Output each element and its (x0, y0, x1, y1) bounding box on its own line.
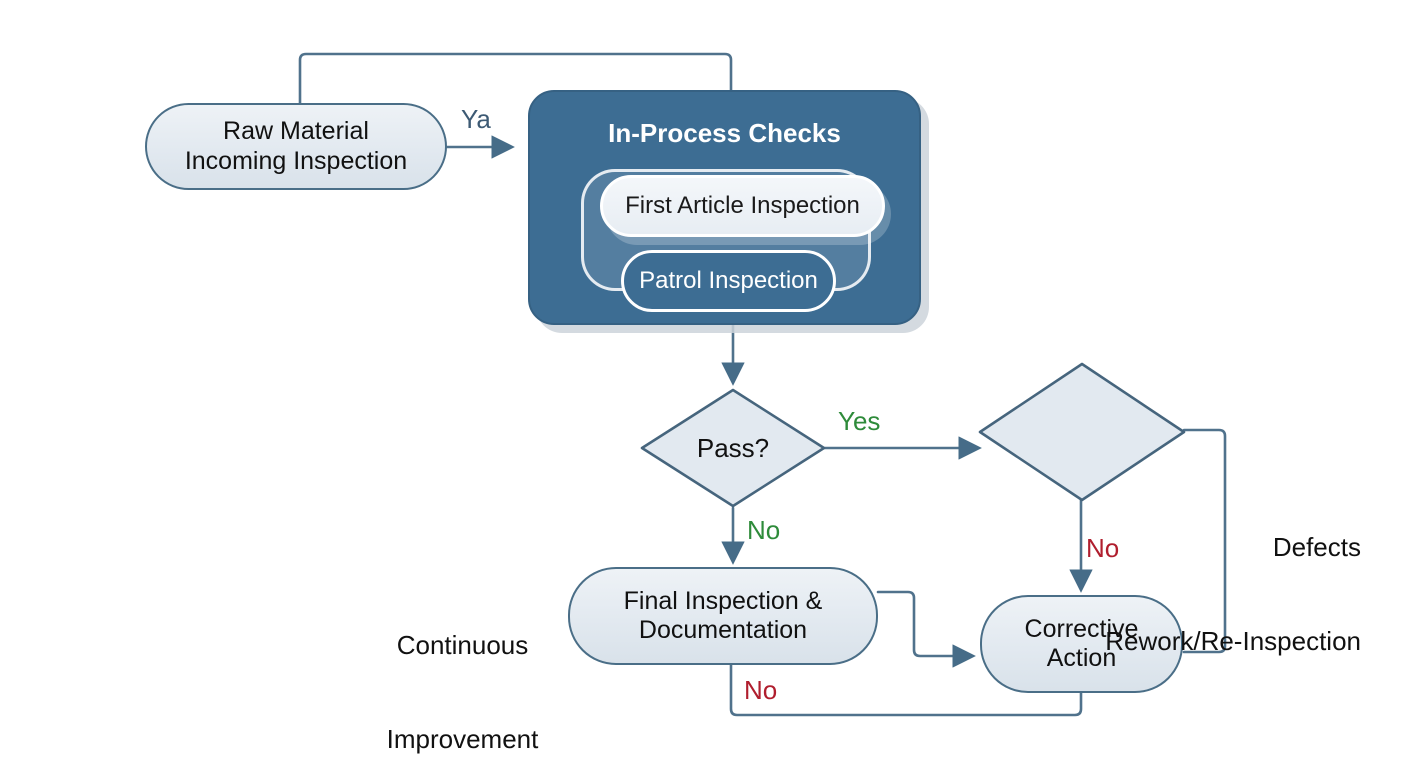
node-patrol-inspection[interactable]: Patrol Inspection (621, 250, 836, 312)
edge-label-continuous-line2: Improvement (386, 723, 539, 754)
edge-label-defects-rework: Defects Rework/Re-Inspection (1015, 470, 1361, 720)
node-pass-decision-label: Pass? (696, 432, 770, 463)
pass-diamond-shape (640, 388, 826, 508)
edge-label-continuous-improvement: Continuous Improvement (380, 568, 545, 768)
edge-corrective-no-to-final (729, 663, 1083, 717)
node-corrective-action[interactable]: Corrective Action (980, 595, 1183, 693)
edge-label-second-no: No (1086, 533, 1120, 563)
edge-label-pass-no: No (747, 515, 781, 545)
edge-second-defects-to-corrective (1182, 428, 1227, 654)
edge-label-final-no: No (744, 675, 778, 705)
node-raw-material-incoming-inspection[interactable]: Raw Material Incoming Inspection (145, 103, 447, 190)
node-corrective-action-line1: Corrective (1024, 614, 1139, 643)
node-final-inspection-documentation[interactable]: Final Inspection & Documentation (568, 567, 878, 665)
edge-label-raw-to-process: Ya (461, 104, 491, 134)
node-raw-material-label: Raw Material Incoming Inspection (185, 117, 407, 176)
node-second-decision[interactable] (978, 362, 1186, 502)
node-raw-material-line1: Raw Material (223, 117, 369, 145)
node-first-article-inspection[interactable]: First Article Inspection (600, 175, 885, 237)
node-in-process-checks-title: In-Process Checks (608, 118, 841, 148)
edge-label-defects-line2: Rework/Re-Inspection (1105, 625, 1361, 656)
node-final-inspection-line1: Final Inspection & (623, 586, 823, 615)
node-final-inspection-line2: Documentation (638, 616, 808, 644)
node-final-inspection-label: Final Inspection & Documentation (624, 587, 823, 646)
edge-final-to-corrective (876, 590, 976, 668)
node-corrective-action-label: Corrective Action (1025, 615, 1139, 674)
second-diamond-shape (978, 362, 1186, 502)
node-first-article-inspection-label: First Article Inspection (625, 191, 860, 219)
node-pass-decision[interactable]: Pass? (640, 388, 826, 508)
edge-label-defects-line1: Defects (1272, 532, 1361, 563)
edge-label-pass-yes: Yes (838, 406, 881, 436)
edge-label-continuous-line1: Continuous (396, 630, 529, 661)
node-corrective-action-line2: Action (1046, 644, 1117, 672)
edge-process-to-raw-feedback (298, 52, 733, 105)
node-raw-material-line2: Incoming Inspection (184, 146, 408, 175)
node-in-process-checks-container[interactable]: In-Process Checks First Article Inspecti… (528, 90, 921, 325)
node-patrol-inspection-label: Patrol Inspection (639, 266, 818, 294)
